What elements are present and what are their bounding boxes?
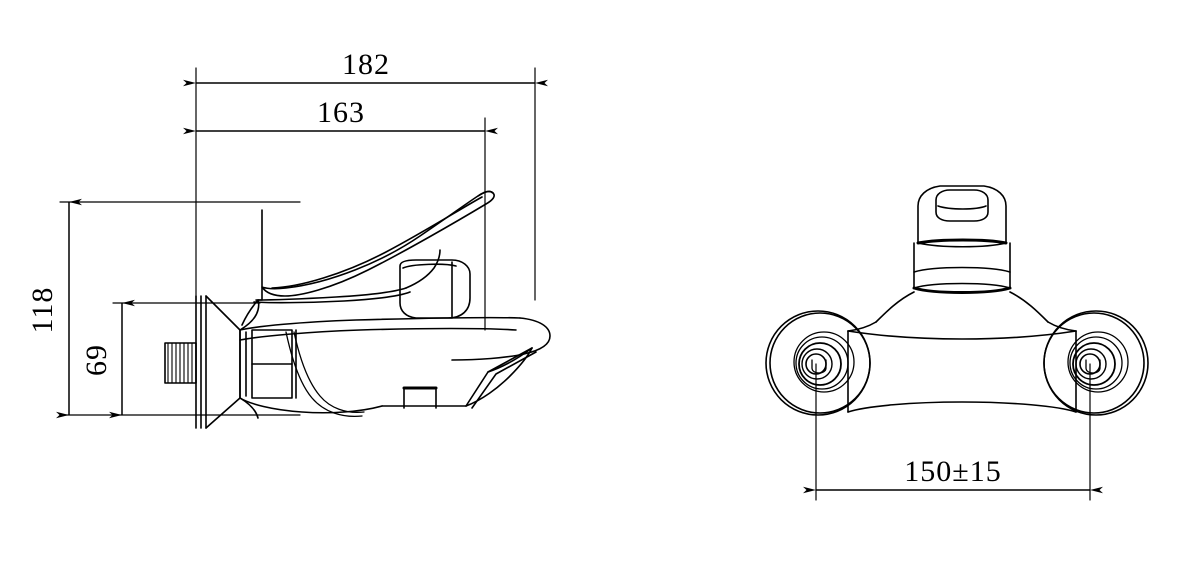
- dimension-labels: 182 163 118 69 150±15: [26, 48, 1001, 488]
- front-escutcheon-right: [1043, 310, 1149, 416]
- front-view-center-lines: [815, 363, 1091, 501]
- dimension-lines: [56, 79, 1103, 494]
- side-spout-outlet: [465, 347, 537, 409]
- thread-hatching: [167, 342, 193, 384]
- dim-163-label: 163: [317, 96, 365, 129]
- side-handle-cap: [399, 259, 471, 319]
- side-hex-nut: [245, 329, 297, 399]
- dim-150-label: 150±15: [904, 455, 1001, 488]
- front-lever-handle: [916, 185, 1008, 248]
- dim-182-label: 182: [342, 48, 390, 81]
- side-handle-hub: [253, 249, 441, 304]
- front-escutcheon-left: [765, 310, 871, 416]
- dim-118-label: 118: [26, 287, 59, 334]
- dim-69-label: 69: [80, 344, 113, 376]
- front-view-group: [765, 185, 1149, 501]
- side-view-group: [59, 67, 551, 429]
- front-body: [847, 291, 1077, 413]
- side-body-outline: [239, 299, 551, 414]
- side-shower-outlet: [402, 386, 438, 409]
- side-threaded-inlet: [164, 342, 197, 384]
- side-view-extension-lines: [59, 67, 536, 416]
- front-handle-collar: [912, 242, 1012, 294]
- side-lever-handle: [261, 190, 495, 297]
